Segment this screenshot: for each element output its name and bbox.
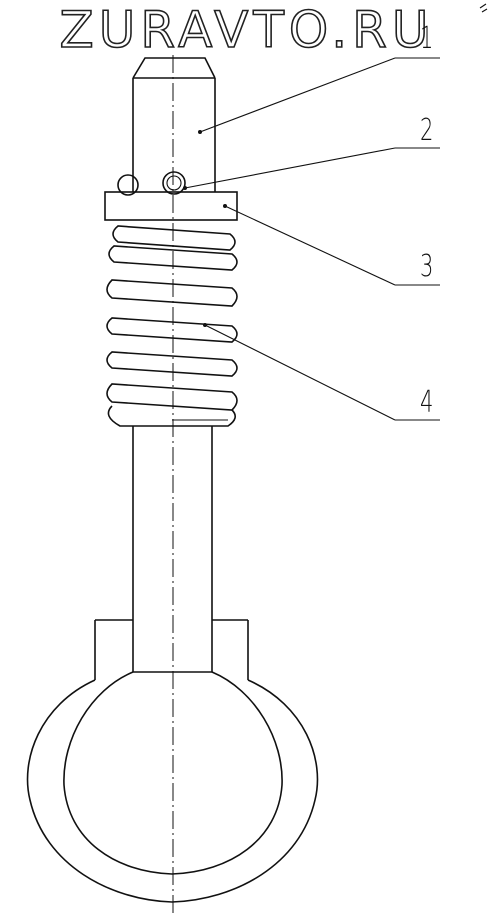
spring-part (106, 225, 238, 427)
callout-1: 1 (420, 21, 434, 56)
pin-eye (26, 619, 319, 903)
callout-3: 3 (420, 249, 434, 284)
retaining-balls (117, 171, 186, 196)
callout-4: 4 (420, 385, 434, 420)
pin-upper-part (132, 57, 216, 192)
watermark: ZURAVTO.RU (59, 0, 434, 60)
callout-2: 2 (420, 113, 434, 148)
corner-mark (479, 3, 488, 13)
leader-lines (183, 57, 440, 421)
washer-part (104, 191, 238, 221)
